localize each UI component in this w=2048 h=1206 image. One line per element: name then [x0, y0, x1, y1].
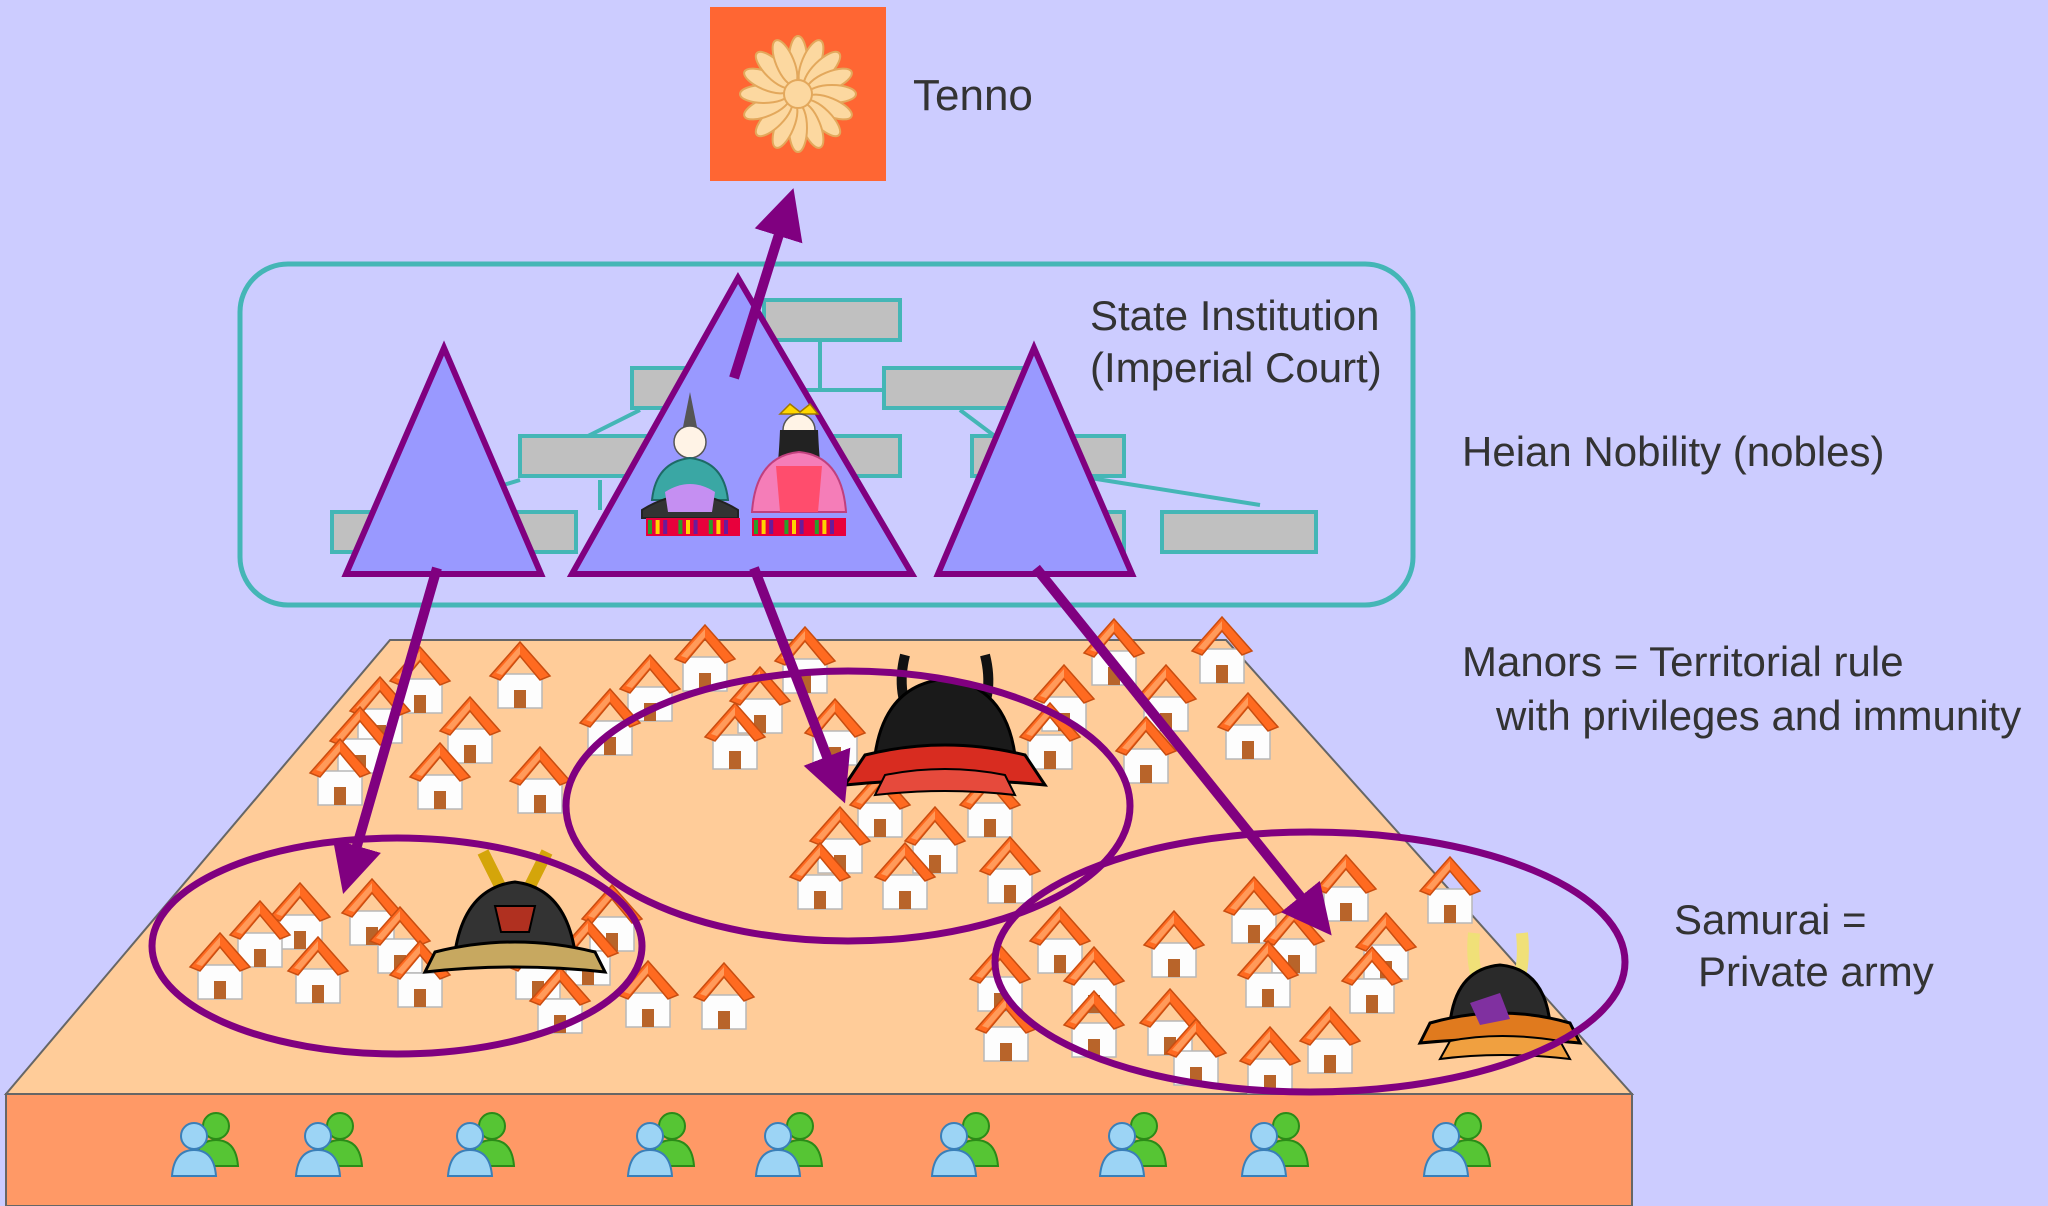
samurai-ellipses [148, 667, 1629, 1096]
manors-privileges-label: with privileges and immunity [1496, 692, 2022, 739]
manors-label: Manors = Territorial rule [1462, 638, 1904, 685]
samurai-ellipse-center [562, 667, 1134, 945]
control-arrows [332, 188, 1332, 936]
state-institution-label: State Institution [1090, 292, 1380, 339]
private-army-label: Private army [1698, 948, 1934, 995]
hina-doll-empress-icon [750, 402, 848, 536]
samurai-ellipse-left [148, 834, 646, 1058]
hina-doll-emperor-icon [641, 392, 740, 536]
chrysanthemum-seal-icon [710, 7, 886, 181]
house-icon [1191, 616, 1253, 684]
arrow-center-manor [749, 566, 851, 804]
arrow-left-manor [332, 566, 442, 895]
house-icon [1083, 618, 1145, 686]
samurai-ellipse-right [991, 828, 1629, 1096]
samurai-label: Samurai = [1674, 896, 1867, 943]
noble-triangle-left [341, 340, 546, 577]
imperial-court-label: (Imperial Court) [1090, 344, 1382, 391]
heian-nobility-label: Heian Nobility (nobles) [1462, 428, 1885, 475]
arrow-right-manor [1032, 564, 1332, 936]
tenno-label: Tenno [913, 71, 1033, 120]
samurai-helmet-icon [841, 653, 1049, 797]
samurai-helmet-icon [1417, 932, 1583, 1061]
arrow-to-tenno [729, 188, 803, 380]
